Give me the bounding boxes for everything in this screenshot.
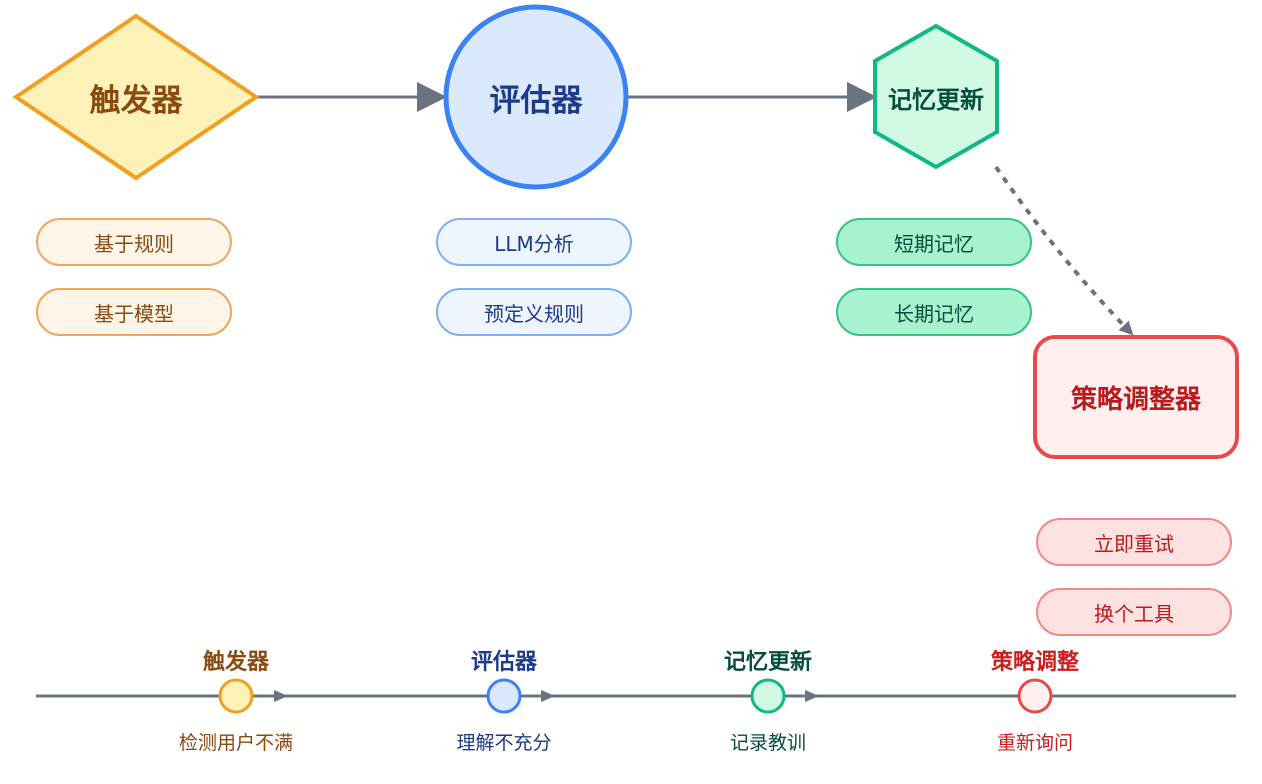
strategy-label: 策略调整器	[1070, 384, 1201, 415]
memory-option-short-term: 短期记忆	[836, 218, 1032, 266]
memory-option-long-term: 长期记忆	[836, 288, 1032, 336]
trigger-option-rule-based: 基于规则	[36, 218, 232, 266]
timeline-dot-trigger	[218, 678, 254, 714]
timeline-arrow-2	[541, 690, 555, 702]
timeline-desc-evaluator: 理解不充分	[456, 732, 552, 754]
strategy-node	[1033, 335, 1239, 459]
timeline-title-trigger: 触发器	[202, 650, 269, 675]
evaluator-option-rules: 预定义规则	[436, 288, 632, 336]
strategy-option-switch-tool: 换个工具	[1036, 588, 1232, 636]
timeline-title-memory: 记忆更新	[723, 650, 812, 675]
timeline-title-strategy: 策略调整	[990, 650, 1079, 675]
timeline-dot-memory	[750, 678, 786, 714]
trigger-option-model-based: 基于模型	[36, 288, 232, 336]
timeline-title-evaluator: 评估器	[470, 650, 537, 675]
timeline-desc-memory: 记录教训	[729, 732, 806, 754]
arrow-memory-to-strategy	[994, 165, 1134, 336]
strategy-option-retry: 立即重试	[1036, 518, 1232, 566]
evaluator-option-llm: LLM分析	[436, 218, 632, 266]
timeline-desc-trigger: 检测用户不满	[178, 732, 293, 754]
timeline-arrow-3	[805, 690, 819, 702]
trigger-node	[12, 13, 260, 181]
timeline-dot-evaluator	[486, 678, 522, 714]
trigger-label: 触发器	[89, 82, 183, 119]
timeline-desc-strategy: 重新询问	[996, 732, 1073, 754]
timeline-arrow-1	[274, 690, 288, 702]
memory-node	[873, 23, 999, 170]
timeline-dot-strategy	[1017, 678, 1053, 714]
evaluator-label: 评估器	[489, 82, 583, 119]
memory-label: 记忆更新	[888, 85, 984, 114]
evaluator-node	[443, 4, 629, 190]
